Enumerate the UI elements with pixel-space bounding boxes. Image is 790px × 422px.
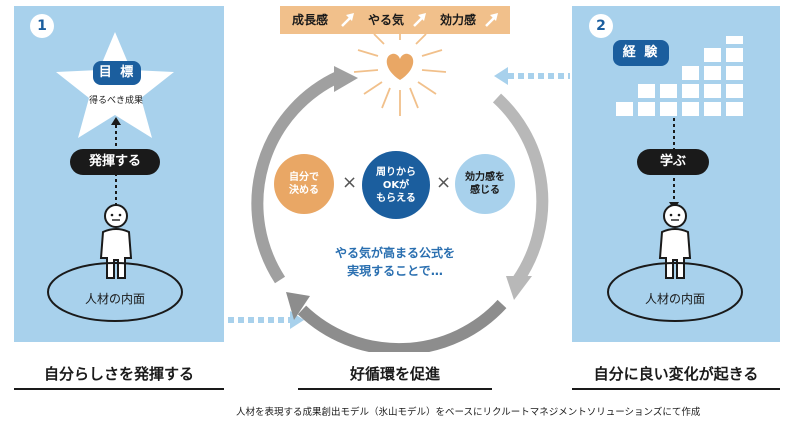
divider-left [14,388,224,390]
experience-title: 経 験 [613,40,669,66]
banner-item-growth: 成長感 [292,13,329,27]
heart-icon [353,28,447,116]
feelings-banner: 成長感 やる気 効力感 [280,6,510,34]
bottom-label-left: 自分らしさを発揮する [43,365,194,383]
cycle-arrow-icon [251,66,549,352]
dashed-arrow-icon [494,67,570,85]
star-icon [56,32,174,138]
staircase-blocks-icon [616,36,743,116]
step-number-1: 1 [30,14,54,38]
banner-item-motivation: やる気 [368,13,405,27]
divider-center [298,388,492,390]
base-label-left: 人材の内面 [84,292,145,306]
base-ellipse-left [47,262,183,322]
goal-title: 目 標 [93,61,141,85]
goal-subtitle: 得るべき成果 [88,96,143,106]
circle-self-decide: 自分で 決める [274,154,334,214]
action-pill-right: 学ぶ [637,149,709,175]
bottom-label-center: 好循環を促進 [349,365,440,383]
base-label-right: 人材の内面 [644,292,705,306]
times-operator: × [436,172,452,193]
times-operator: × [342,172,358,193]
person-icon [99,204,133,279]
bottom-label-right: 自分に良い変化が起きる [593,365,759,383]
banner-item-efficacy: 効力感 [440,13,477,27]
person-icon [658,204,692,279]
action-pill-left: 発揮する [70,149,160,175]
formula-line-1: やる気が高まる公式を [334,246,455,260]
formula-line-2: 実現することで… [347,264,443,278]
step-number-2: 2 [589,14,613,38]
base-ellipse-right [607,262,743,322]
banner-arrows-icon [341,13,498,27]
circle-accepted-by-others: 周りから OKが もらえる [362,151,430,219]
circle-feel-efficacy: 効力感を 感じる [455,154,515,214]
divider-right [572,388,780,390]
source-footnote: 人材を表現する成果創出モデル（氷山モデル）をベースにリクルートマネジメントソリュ… [236,407,701,418]
